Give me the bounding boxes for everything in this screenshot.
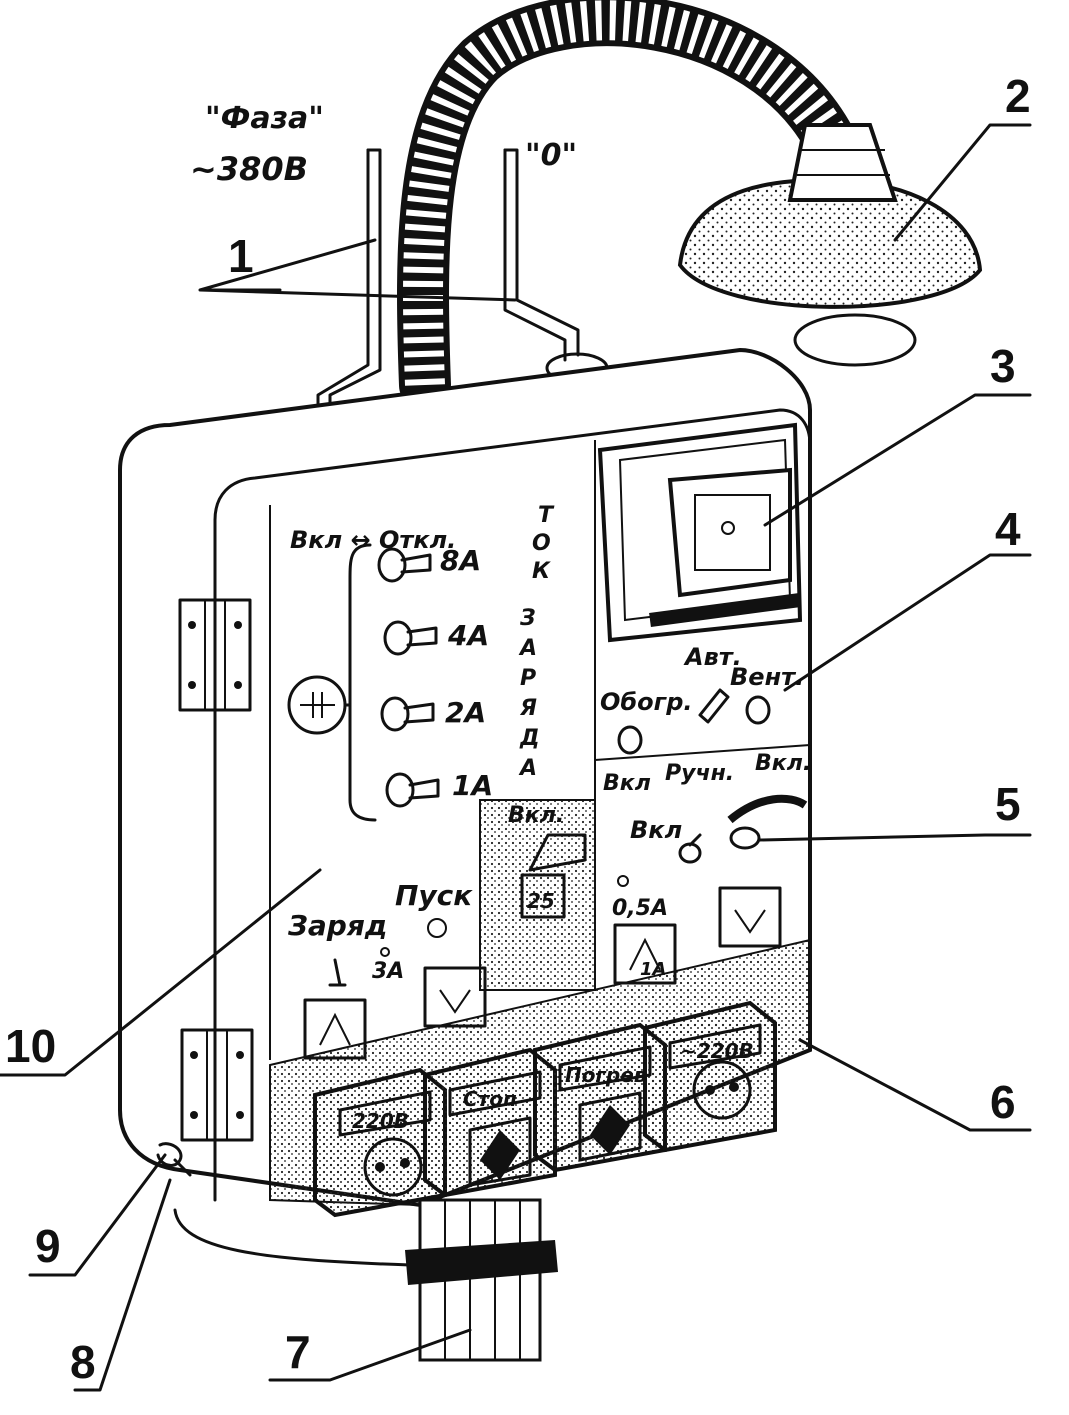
- relay-blocks: [303, 886, 782, 1060]
- fuse-05a-label: 0,5А: [612, 896, 668, 921]
- vertical-charge-label: З А Р Я Д А: [518, 606, 540, 781]
- callout-7: 7: [285, 1326, 311, 1378]
- callout-6: 6: [990, 1076, 1016, 1128]
- current-toggles: [287, 543, 440, 822]
- middle-on-label: Вкл.: [508, 803, 564, 828]
- toggle-8a-icon: [377, 547, 432, 583]
- voltage-label: ~380В: [190, 150, 308, 188]
- hinge-bottom: [180, 1028, 254, 1142]
- callout-5: 5: [995, 778, 1021, 830]
- stop-label: Стоп: [463, 1087, 517, 1111]
- current-4a-label: 4А: [447, 619, 489, 652]
- svg-text:А: А: [518, 756, 537, 781]
- socket-220v-label: 220В: [352, 1109, 409, 1133]
- svg-text:А: А: [518, 636, 537, 661]
- fuse-1a-label: 1А: [640, 959, 666, 980]
- heat-label: Обогр.: [600, 688, 692, 716]
- on-label-1: Вкл: [603, 771, 651, 796]
- toggle-2a-icon: [380, 696, 435, 732]
- switch-header: Вкл ↔ Откл.: [290, 526, 456, 554]
- manual-label: Ручн.: [665, 761, 734, 786]
- middle-switch: [520, 833, 587, 919]
- phase-label: "Фаза": [205, 101, 324, 136]
- start-label: Пуск: [395, 879, 473, 912]
- callout-1: 1: [228, 230, 254, 282]
- toggle-1a-icon: [385, 772, 440, 808]
- svg-text:К: К: [532, 559, 551, 584]
- lamp-on-label: Вкл: [630, 816, 682, 844]
- charge-label: Заряд: [287, 909, 387, 942]
- socket-ac-220v-label: ~220В: [680, 1039, 754, 1063]
- current-1a-label: 1А: [452, 769, 493, 802]
- svg-text:О: О: [532, 531, 551, 556]
- preheat-label: Погрев: [565, 1063, 646, 1087]
- callout-3: 3: [990, 340, 1016, 392]
- callout-10: 10: [5, 1020, 56, 1072]
- svg-text:Т: Т: [538, 503, 555, 528]
- current-2a-label: 2А: [445, 696, 486, 729]
- socket-modules: [313, 1000, 777, 1218]
- fan-label: Вент.: [730, 663, 804, 691]
- svg-text:Д: Д: [519, 726, 540, 751]
- flexible-hose: [397, 0, 856, 411]
- ammeter: [597, 422, 803, 643]
- on-label-2: Вкл.: [755, 751, 811, 776]
- callout-4: 4: [995, 503, 1021, 555]
- middle-fuse-value: 25: [527, 889, 555, 913]
- svg-text:З: З: [519, 606, 536, 631]
- hinge-top: [178, 598, 252, 712]
- svg-text:Я: Я: [519, 696, 537, 721]
- neutral-label: "0": [525, 138, 577, 173]
- current-8a-label: 8А: [440, 544, 481, 577]
- callout-8: 8: [70, 1336, 96, 1388]
- callout-leaders: [0, 123, 1032, 1392]
- heat-fan-controls: [617, 688, 808, 887]
- callout-2: 2: [1005, 70, 1031, 122]
- cable-bundle: [156, 1142, 558, 1362]
- svg-text:Р: Р: [520, 666, 536, 691]
- auto-label: Авт.: [683, 643, 742, 671]
- fuse-3a-label: 3А: [372, 959, 404, 984]
- lamp-shade: [677, 123, 983, 367]
- toggle-4a-icon: [383, 620, 438, 656]
- vertical-current-label: Т О К: [532, 503, 555, 584]
- callout-9: 9: [35, 1220, 61, 1272]
